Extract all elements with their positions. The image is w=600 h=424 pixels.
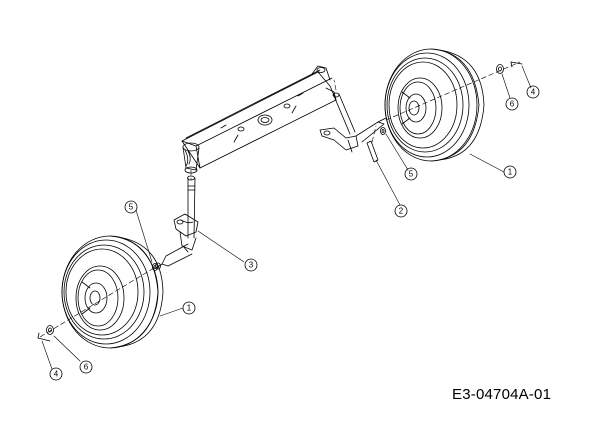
callout-1-right: 1 — [503, 165, 517, 179]
front-axle-beam — [181, 65, 337, 174]
svg-text:2: 2 — [399, 207, 404, 216]
left-wheel — [61, 235, 164, 349]
left-spindle — [155, 175, 199, 270]
callout-1-left: 1 — [182, 301, 196, 315]
callout-5-right: 5 — [404, 167, 418, 181]
king-pin — [366, 140, 379, 163]
svg-text:5: 5 — [129, 203, 134, 212]
callout-4-right: 4 — [526, 85, 540, 99]
document-code: E3-04704A-01 — [452, 386, 552, 403]
svg-text:4: 4 — [54, 370, 59, 379]
right-wheel — [384, 48, 485, 162]
svg-text:6: 6 — [84, 363, 89, 372]
svg-text:4: 4 — [531, 88, 536, 97]
callout-3: 3 — [244, 258, 258, 272]
svg-text:5: 5 — [409, 170, 414, 179]
callout-2: 2 — [394, 204, 408, 218]
callout-4-left: 4 — [49, 367, 63, 381]
right-hardware — [380, 61, 523, 135]
callouts: 1 1 2 3 4 4 5 — [49, 85, 540, 381]
svg-text:1: 1 — [187, 304, 192, 313]
svg-text:6: 6 — [510, 100, 515, 109]
svg-text:1: 1 — [508, 168, 513, 177]
callout-6-right: 6 — [505, 97, 519, 111]
assembly-lines — [39, 61, 521, 338]
right-spindle — [319, 92, 387, 153]
leader-lines — [41, 65, 532, 370]
callout-6-left: 6 — [79, 360, 93, 374]
callout-5-left: 5 — [124, 200, 138, 214]
svg-text:3: 3 — [249, 261, 254, 270]
